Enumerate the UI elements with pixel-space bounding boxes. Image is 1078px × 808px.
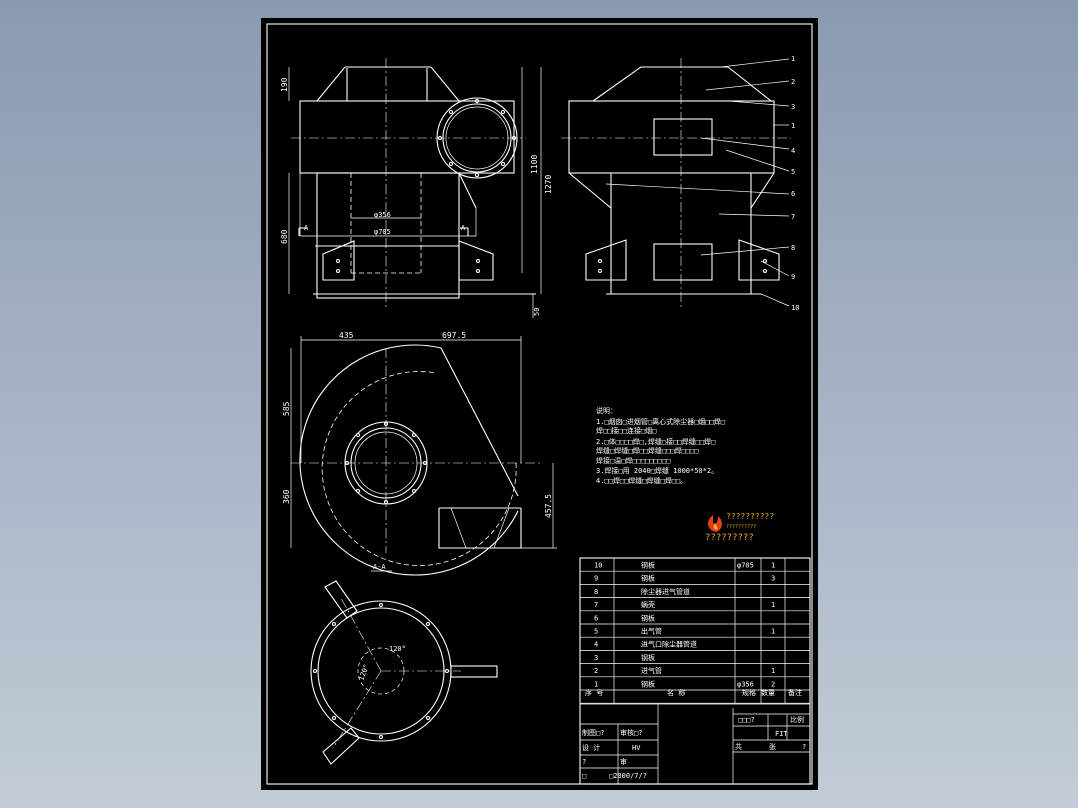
- note-3: 2.□体□□□□焊□,焊缝□接□□焊缝□□焊□: [596, 437, 715, 446]
- note-7: 4.□□焊□□焊缝□焊缝□焊□□。: [596, 476, 687, 485]
- bom-row-spec: φ705: [737, 562, 754, 570]
- tb-sheet: FIT: [775, 730, 788, 738]
- note-5: 焊接□温□焊□□□□□□□□□: [596, 456, 670, 465]
- bom-header-remark: 备注: [788, 688, 802, 697]
- bom-row-no: 10: [594, 562, 602, 570]
- bom-row-name: 钢板: [641, 561, 655, 570]
- bom-row-no: 7: [594, 601, 598, 609]
- bom-row-name: 钢板: [641, 679, 655, 688]
- dim-360: 360: [282, 489, 291, 504]
- bom-row-name: 出气管: [641, 627, 662, 636]
- top-view: 435 697.5 585 360 457.5: [282, 331, 557, 576]
- side-view: 1 2 3 1 4 5 6 7 8 9 10: [561, 55, 799, 312]
- bom-row-no: 5: [594, 628, 598, 636]
- tb-drawn: 制图□?: [582, 728, 604, 737]
- balloon-2: 2: [791, 78, 795, 86]
- bom-row-qty: 1: [771, 562, 775, 570]
- bom-row-no: 6: [594, 614, 598, 622]
- dim-680: 680: [280, 229, 289, 244]
- bill-of-materials: 10 钢板 φ705 1 9 钢板 3 8 除尘器进气管道 7 蜗壳 1 6 钢板 5 出气管 1 4 进气口除尘器…: [579, 557, 811, 785]
- tb-date-label: □: [582, 772, 586, 780]
- drawing-sheet: A A 190 680 1100 1270 50 φ356 φ705: [261, 18, 818, 790]
- dim-190: 190: [280, 77, 289, 92]
- dim-50: 50: [533, 308, 541, 316]
- bom-header-name: 名 称: [667, 688, 685, 697]
- bom-row-name: 蜗壳: [641, 600, 655, 609]
- dim-435: 435: [339, 331, 354, 340]
- section-title: A-A: [373, 563, 386, 571]
- section-mark-a-left: A: [304, 224, 309, 232]
- bom-row-no: 8: [594, 588, 598, 596]
- bom-row-qty: 1: [771, 628, 775, 636]
- balloon-7: 7: [791, 213, 795, 221]
- tb-scale-value: 比例: [790, 715, 804, 724]
- angle-120-a: 120°: [389, 645, 406, 653]
- bom-row-name: 进气管: [641, 666, 662, 675]
- note-1: 1.□烟囱□进烟管□离心式除尘器□烟□□焊□: [596, 417, 725, 426]
- bom-row-no: 1: [594, 680, 598, 688]
- dim-457-5: 457.5: [544, 494, 553, 518]
- angle-120-b: 120°: [357, 663, 370, 682]
- front-view: A A 190 680 1100 1270 50 φ356 φ705: [280, 58, 553, 318]
- tb-r1: ?: [582, 758, 586, 766]
- bom-row-no: 2: [594, 667, 598, 675]
- note-2: 焊□□接□□连接□烟□: [596, 426, 656, 435]
- tb-r2: 审: [620, 757, 627, 766]
- bom-row-qty: 1: [771, 667, 775, 675]
- tb-sheet-lbl: 共: [735, 742, 742, 751]
- bom-row-name: 钢板: [641, 653, 655, 662]
- balloon-6: 6: [791, 190, 795, 198]
- dim-1270: 1270: [544, 175, 553, 194]
- bom-row-no: 9: [594, 575, 598, 583]
- balloon-4: 4: [791, 147, 795, 155]
- balloon-9: 9: [791, 273, 795, 281]
- drawing-border: [266, 23, 813, 785]
- bom-row-name: 钢板: [641, 613, 655, 622]
- tb-date: □2000/7/?: [609, 772, 647, 780]
- bom-row-no: 4: [594, 641, 598, 649]
- balloon-8: 8: [791, 244, 795, 252]
- bom-row-no: 3: [594, 654, 598, 662]
- technical-notes: 说明： 1.□烟囱□进烟管□离心式除尘器□烟□□焊□ 焊□□接□□连接□烟□ 2…: [596, 406, 725, 485]
- tb-page-lbl: 张: [769, 742, 776, 751]
- dim-phi705: φ705: [374, 228, 391, 236]
- logo-text-3: ?????????: [705, 533, 754, 543]
- balloon-1b: 1: [791, 122, 795, 130]
- tb-designer-name: HV: [632, 744, 641, 752]
- bom-header-no: 序 号: [585, 688, 603, 697]
- bom-header-spec: 规格: [742, 688, 756, 697]
- balloon-10: 10: [791, 304, 799, 312]
- bom-header-qty: 数量: [761, 688, 775, 697]
- tb-scale-label: □□□?: [738, 716, 755, 724]
- bom-row-name: 钢板: [641, 574, 655, 583]
- bom-row-name: 除尘器进气管道: [641, 587, 690, 596]
- dim-phi356: φ356: [374, 211, 391, 219]
- balloon-1: 1: [791, 55, 795, 63]
- bom-row-name: 进气口除尘器管道: [641, 640, 697, 649]
- note-4: 焊缝□焊缝□焊□□焊缝□□□焊□□□□: [596, 446, 698, 455]
- note-6: 3.焊接□用 2040□焊缝 1000*50*2。: [596, 466, 718, 475]
- bom-row-qty: 2: [771, 680, 775, 688]
- dim-697-5: 697.5: [442, 331, 466, 340]
- balloon-5: 5: [791, 168, 795, 176]
- dim-585: 585: [282, 401, 291, 416]
- company-logo: ?????????? ?????????? ?????????: [705, 512, 774, 543]
- tb-q: ?: [802, 743, 806, 751]
- dim-1100: 1100: [530, 155, 539, 174]
- balloon-3: 3: [791, 103, 795, 111]
- note-0: 说明：: [596, 406, 617, 415]
- tb-checked: 审核□?: [620, 728, 642, 737]
- bom-row-qty: 1: [771, 601, 775, 609]
- logo-text-2: ??????????: [726, 524, 756, 530]
- cad-drawing: A A 190 680 1100 1270 50 φ356 φ705: [266, 23, 813, 785]
- tb-designer: 设 计: [582, 743, 600, 752]
- logo-text-1: ??????????: [726, 512, 774, 521]
- section-mark-a-right: A: [461, 224, 466, 232]
- section-a-a-view: A-A 120° 120°: [310, 563, 498, 765]
- bom-row-spec: φ356: [737, 680, 754, 688]
- bom-row-qty: 3: [771, 575, 775, 583]
